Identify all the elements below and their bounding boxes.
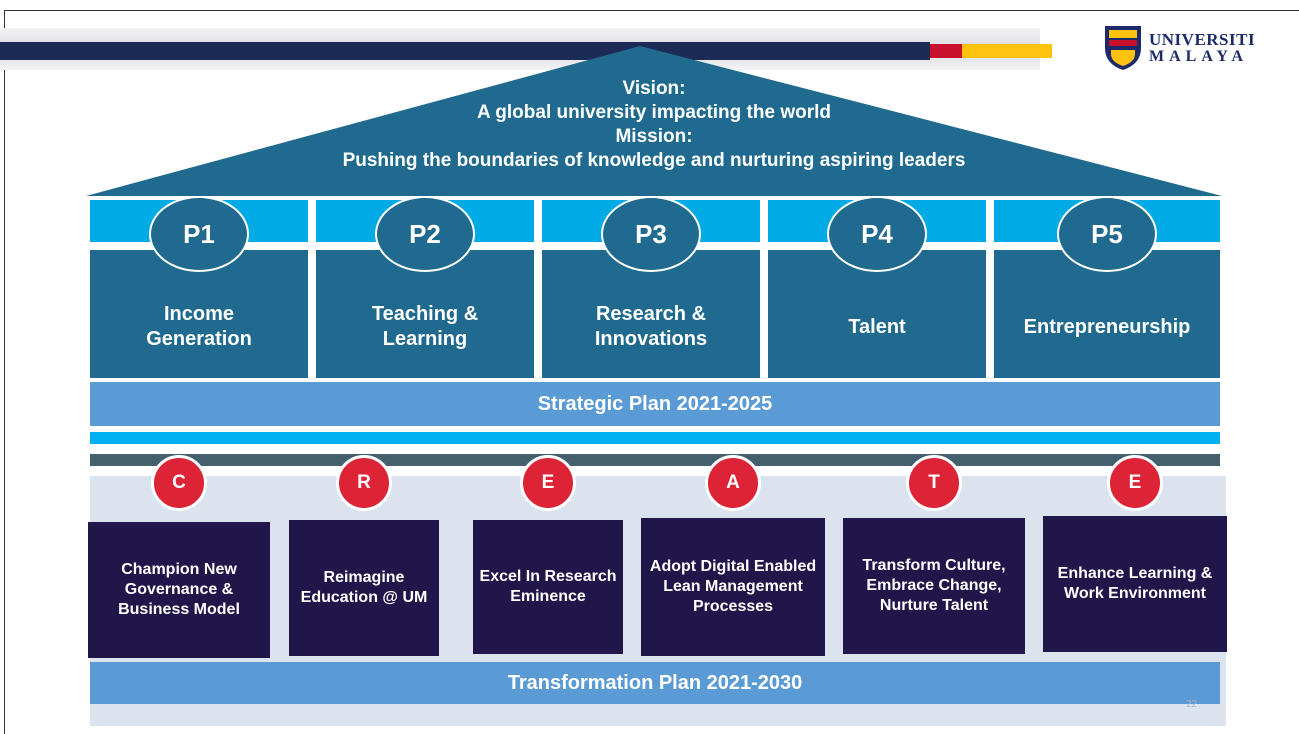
university-logo: UNIVERSITI MALAYA [1103, 18, 1283, 78]
logo-text: UNIVERSITI MALAYA [1149, 31, 1255, 65]
create-box-4: Adopt Digital Enabled Lean Management Pr… [641, 518, 825, 656]
pillar-label-line1: Research & [595, 303, 707, 325]
slide-top-border [4, 10, 1299, 11]
mission-label: Mission: [615, 126, 693, 147]
pillar-label-line1: Entrepreneurship [1023, 315, 1191, 338]
header-red-stripe [930, 44, 962, 58]
create-box-5: Transform Culture, Embrace Change, Nurtu… [843, 518, 1025, 654]
transformation-plan-bar: Transformation Plan 2021-2030 [90, 662, 1220, 704]
logo-line1: UNIVERSITI [1149, 30, 1256, 49]
pillar-badge: P1 [149, 196, 249, 272]
create-letter-badge: A [705, 455, 761, 511]
create-box-1: Champion New Governance & Business Model [88, 522, 270, 658]
slide-left-border [4, 10, 5, 734]
header-navy-stripe [0, 42, 930, 60]
roof-shape [86, 46, 1222, 196]
pillar-label: Talent [848, 315, 905, 340]
pillar-label-line2: Innovations [594, 328, 708, 350]
vision-label: Vision: [622, 78, 686, 99]
logo-line2: MALAYA [1149, 48, 1249, 65]
create-letter-badge: E [520, 455, 576, 511]
mission-text: Pushing the boundaries of knowledge and … [342, 150, 966, 171]
pillar-badge: P5 [1057, 196, 1157, 272]
create-letter-badge: E [1107, 455, 1163, 511]
create-box-2: Reimagine Education @ UM [289, 520, 439, 656]
strategic-plan-bar: Strategic Plan 2021-2025 [90, 382, 1220, 426]
create-letter-badge: C [151, 455, 207, 511]
pillar-label: Research & Innovations [595, 302, 707, 352]
header-gold-stripe [962, 44, 1052, 58]
pillar-label: Teaching & Learning [372, 302, 478, 352]
pillar-badge: P2 [375, 196, 475, 272]
create-letter-badge: R [336, 455, 392, 511]
create-box-3: Excel In Research Eminence [473, 520, 623, 654]
pillar-5: Entrepreneurship [994, 250, 1220, 378]
pillar-label: Entrepreneurship [1024, 315, 1191, 340]
pillar-label-line1: Teaching & [371, 303, 479, 325]
pillar-label-line1: Talent [848, 315, 906, 338]
vision-text: A global university impacting the world [476, 102, 831, 123]
divider-cyan [90, 432, 1220, 444]
page-number: 22 [1186, 699, 1198, 710]
create-letter-badge: T [906, 455, 962, 511]
pillar-4: Talent [768, 250, 986, 378]
pillar-label-line2: Generation [146, 328, 252, 350]
pillar-badge: P4 [827, 196, 927, 272]
pillar-label-line1: Income [163, 303, 234, 325]
create-box-6: Enhance Learning & Work Environment [1043, 516, 1227, 652]
divider-slate [90, 454, 1220, 466]
pillar-badge: P3 [601, 196, 701, 272]
pillar-label-line2: Learning [382, 328, 468, 350]
crest-icon [1105, 26, 1141, 70]
